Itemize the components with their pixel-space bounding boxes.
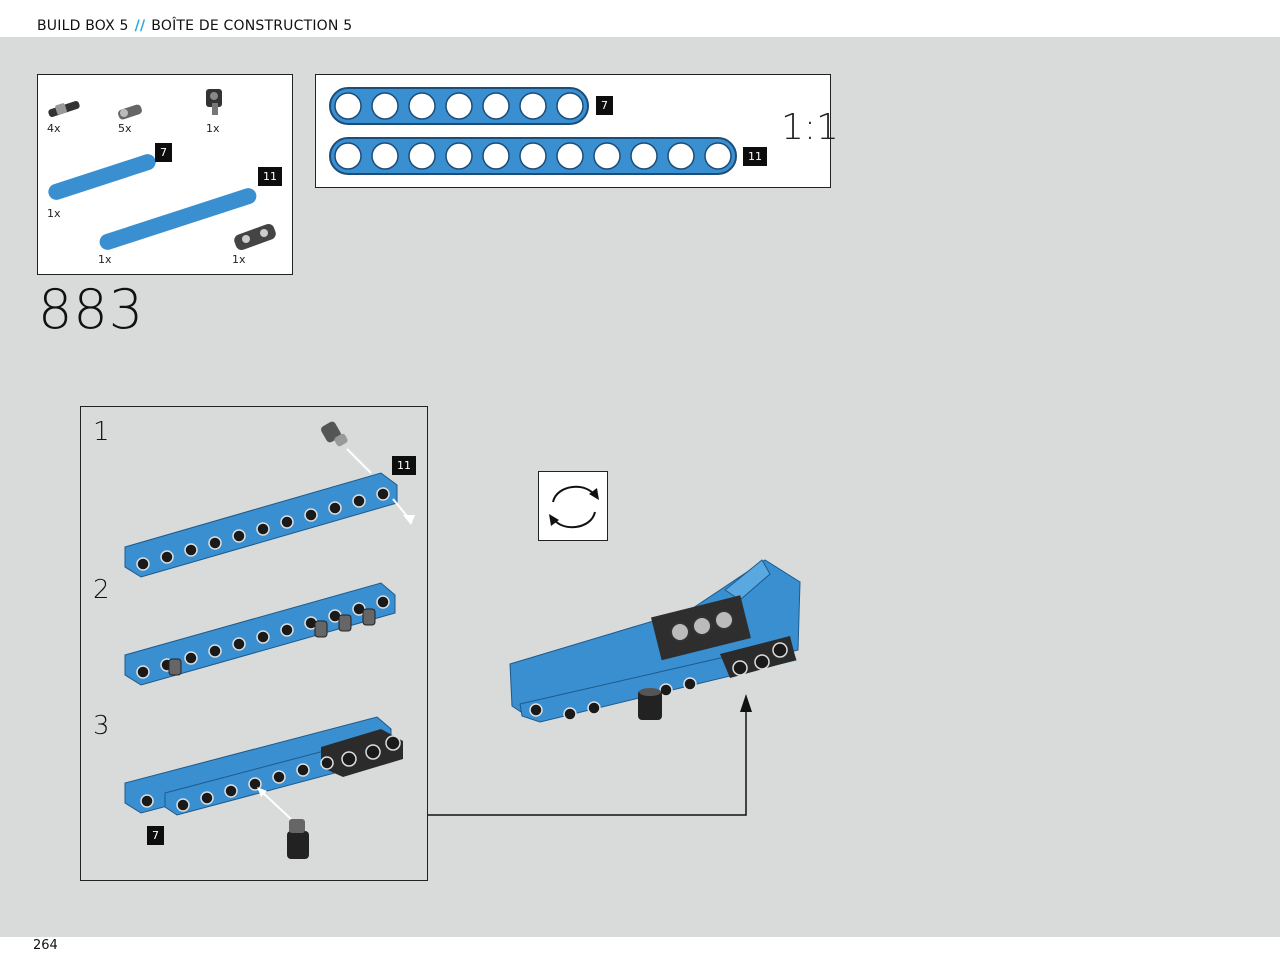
substep-label-1: 1 — [93, 417, 110, 447]
substep3-tag: 7 — [147, 826, 164, 845]
header-bar — [0, 0, 1280, 37]
qty-axle-pin: 4x — [47, 122, 61, 135]
substep-frame: 1 2 3 11 7 — [80, 406, 428, 881]
qty-beam-11: 1x — [98, 253, 112, 266]
footer-bar — [0, 937, 1280, 974]
header-title-fr: BOÎTE DE CONSTRUCTION 5 — [151, 18, 353, 34]
page-number: 264 — [33, 938, 58, 953]
substep-label-3: 3 — [93, 711, 110, 741]
header-title: BUILD BOX 5 // BOÎTE DE CONSTRUCTION 5 — [37, 18, 352, 34]
parts-list: 4x 5x 1x 1x 1x 1x 7 11 — [37, 74, 293, 275]
substep1-pin — [321, 421, 415, 525]
header-separator: // — [134, 18, 146, 34]
scale-beam-11 — [329, 137, 737, 175]
qty-beam-7: 1x — [47, 207, 61, 220]
rotate-model-indicator — [538, 471, 608, 541]
beam-11-icon — [99, 188, 257, 250]
scale-ratio: 1:1 — [781, 107, 839, 148]
tag-beam-7: 7 — [155, 143, 172, 162]
substep3-assembly — [124, 716, 403, 859]
substep2-beam — [124, 582, 396, 686]
angle-connector-icon — [206, 89, 222, 115]
header-title-en: BUILD BOX 5 — [37, 18, 129, 34]
axle-pin-icon — [48, 101, 80, 117]
scale-tag-11: 11 — [743, 147, 767, 166]
double-connector-icon — [234, 223, 276, 251]
qty-friction-pin: 5x — [118, 122, 132, 135]
scale-reference: 7 11 1:1 — [315, 74, 839, 188]
scale-beam-7 — [329, 87, 589, 125]
step-number: 883 — [38, 278, 145, 341]
substep-illustrations — [124, 421, 415, 859]
scale-tag-7: 7 — [596, 96, 613, 115]
substep-label-2: 2 — [93, 575, 110, 605]
parts-illustration — [48, 89, 276, 251]
rotate-icon — [549, 485, 599, 529]
qty-angle-connector: 1x — [206, 122, 220, 135]
tag-beam-11: 11 — [258, 167, 282, 186]
scale-beams — [329, 87, 737, 175]
substep1-tag: 11 — [392, 456, 416, 475]
friction-pin-icon — [118, 104, 142, 120]
qty-double-connector: 1x — [232, 253, 246, 266]
beam-7-icon — [48, 154, 156, 200]
